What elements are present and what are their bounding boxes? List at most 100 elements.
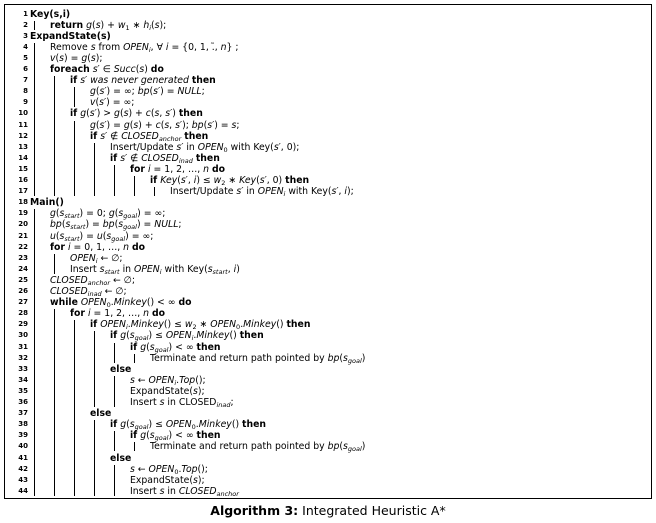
line-number: 36	[18, 398, 28, 406]
indent-bar	[74, 87, 75, 108]
line-number: 21	[18, 231, 28, 240]
algorithm-box	[4, 4, 652, 499]
line-number: 23	[18, 253, 28, 262]
line-text: Insert s in CLOSEDanchor	[130, 485, 239, 498]
code-line: 21 u(sstart) = u(sgoal) = ∞;	[6, 231, 646, 242]
line-text: Remove s from OPENi, ∀ i = {0, 1, .̃, n}…	[50, 41, 239, 54]
line-text: if g(sgoal) ≤ OPENi.Minkey() then	[110, 330, 264, 343]
line-number: 5	[23, 53, 28, 62]
line-number: 44	[18, 486, 28, 495]
line-number: 34	[18, 375, 28, 384]
caption-label: Algorithm 3:	[210, 503, 299, 518]
code-line: 11 g(s′) = g(s) + c(s, s′); bp(s′) = s;	[6, 120, 646, 131]
line-number: 35	[18, 386, 28, 395]
indent-bar	[34, 209, 35, 496]
code-line: 25 CLOSEDanchor ← ∅;	[6, 275, 646, 286]
indent-bar	[134, 353, 135, 363]
line-text: Insert sstart in OPENi with Key(sstart, …	[70, 263, 240, 276]
indent-bar	[54, 76, 55, 197]
line-number: 29	[18, 320, 28, 329]
code-line: 26 CLOSEDinad ← ∅;	[6, 286, 646, 297]
code-line: 39 if g(sgoal) < ∞ then	[6, 430, 646, 441]
line-text: Insert/Update s′ in OPENi with Key(s′, i…	[170, 186, 354, 199]
line-number: 26	[18, 287, 28, 295]
line-number: 8	[23, 87, 28, 96]
line-text: for i = 1, 2, …, n do	[130, 163, 226, 175]
code-line: 44 Insert s in CLOSEDanchor	[6, 486, 646, 497]
line-text: CLOSEDinad ← ∅;	[50, 286, 127, 298]
line-number: 33	[18, 364, 28, 373]
line-number: 10	[18, 109, 28, 118]
indent-bar	[74, 120, 75, 197]
indent-bar	[114, 342, 115, 363]
line-text: if OPENi.Minkey() ≤ w2 ∗ OPEN0.Minkey() …	[90, 319, 311, 332]
code-line: 35 ExpandState(s);	[6, 386, 646, 397]
indent-bar	[114, 164, 115, 197]
line-number: 27	[18, 298, 28, 307]
line-text: bp(sstart) = bp(sgoal) = NULL;	[50, 219, 182, 232]
indent-bar	[94, 420, 95, 496]
indent-bar	[154, 187, 155, 197]
line-number: 1	[23, 9, 28, 18]
line-text: Main()	[30, 197, 64, 209]
line-number: 43	[18, 475, 28, 484]
line-text: ExpandState(s)	[30, 30, 111, 42]
line-text: else	[90, 408, 112, 420]
indent-bar	[94, 142, 95, 197]
line-text: g(s′) = ∞; bp(s′) = NULL;	[90, 86, 205, 98]
line-number: 9	[23, 98, 28, 107]
line-number: 42	[18, 464, 28, 473]
indent-bar	[134, 442, 135, 452]
indent-bar	[114, 431, 115, 452]
code-line: 8 g(s′) = ∞; bp(s′) = NULL;	[6, 86, 646, 97]
indent-bar	[134, 176, 135, 197]
line-text: while OPEN0.Minkey() < ∞ do	[50, 297, 192, 310]
line-text: ExpandState(s);	[130, 385, 205, 397]
line-text: if g(sgoal) < ∞ then	[130, 430, 221, 443]
line-text: CLOSEDanchor ← ∅;	[50, 274, 136, 287]
line-text: g(s′) = g(s) + c(s, s′); bp(s′) = s;	[90, 119, 240, 131]
line-number: 28	[18, 309, 28, 318]
line-number: 25	[18, 275, 28, 284]
line-number: 38	[18, 420, 28, 429]
line-text: for i = 1, 2, …, n do	[70, 308, 166, 320]
line-number: 16	[18, 176, 28, 184]
algorithm-caption: Algorithm 3: Integrated Heuristic A*	[0, 503, 656, 519]
line-number: 30	[18, 331, 28, 340]
line-number: 11	[18, 120, 28, 129]
indent-bar	[54, 309, 55, 496]
code-line: 29 if OPENi.Minkey() ≤ w2 ∗ OPEN0.Minkey(…	[6, 319, 646, 330]
line-text: if s′ was never generated then	[70, 75, 216, 87]
code-line: 32 Terminate and return path pointed by b…	[6, 353, 646, 364]
line-text: u(sstart) = u(sgoal) = ∞;	[50, 230, 154, 243]
line-number: 20	[18, 220, 28, 229]
code-line: 28 for i = 1, 2, …, n do	[6, 308, 646, 319]
line-number: 19	[18, 209, 28, 218]
line-text: Terminate and return path pointed by bp(…	[150, 352, 366, 365]
line-text: Terminate and return path pointed by bp(…	[150, 441, 366, 454]
line-number: 39	[18, 431, 28, 440]
indent-bar	[114, 464, 115, 496]
line-number: 32	[18, 353, 28, 362]
line-text: if s′ ∉ CLOSEDinad then	[110, 152, 220, 165]
line-number: 37	[18, 409, 28, 418]
line-number: 18	[18, 198, 28, 207]
